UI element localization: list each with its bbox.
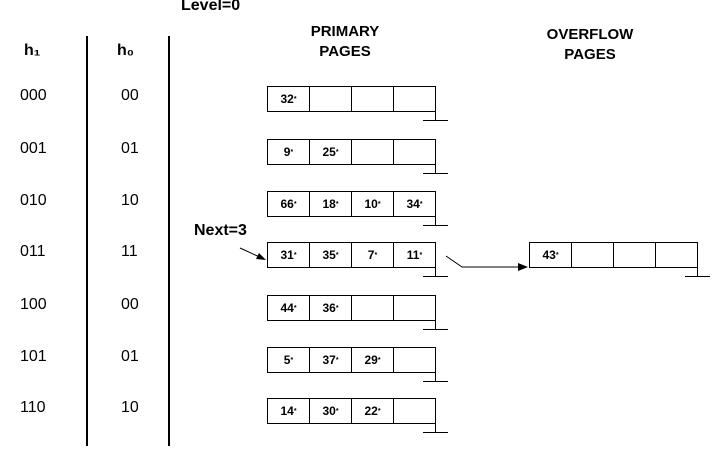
overflow-bucket-slot-1 <box>571 242 614 268</box>
bucket-010-slot-3: 34* <box>393 191 436 217</box>
bucket-010-pointer-ground <box>423 225 448 226</box>
h0-header: h₀ <box>117 42 134 59</box>
overflow-title-line-1: OVERFLOW <box>546 26 634 43</box>
bucket-110-slot-0: 14* <box>267 398 310 424</box>
bucket-110-slot-2: 22* <box>351 398 394 424</box>
bucket-110-pointer-stub <box>435 398 436 432</box>
bucket-101-slot-1: 37* <box>309 347 352 373</box>
bucket-100-slot-0: 44* <box>267 295 310 321</box>
overflow-bucket-page: 43* <box>529 242 698 268</box>
overflow-bucket-slot-2 <box>613 242 656 268</box>
bucket-011-page: 31*35*7*11* <box>267 242 436 268</box>
bucket-001-page: 9*25* <box>267 139 436 165</box>
bucket-101-pointer-ground <box>423 381 448 382</box>
separator-h0-pages <box>168 36 170 446</box>
h0-value-3: 11 <box>121 243 138 260</box>
bucket-010-slot-2: 10* <box>351 191 394 217</box>
bucket-001-pointer-ground <box>423 173 448 174</box>
bucket-000-slot-1 <box>309 86 352 112</box>
bucket-101-slot-2: 29* <box>351 347 394 373</box>
h1-value-1: 001 <box>20 140 47 157</box>
bucket-110-page: 14*30*22* <box>267 398 436 424</box>
separator-h1-h0 <box>86 36 88 446</box>
bucket-001-slot-3 <box>393 139 436 165</box>
h1-value-2: 010 <box>20 192 47 209</box>
bucket-001-slot-0: 9* <box>267 139 310 165</box>
bucket-000-slot-3 <box>393 86 436 112</box>
h0-value-1: 01 <box>121 140 139 157</box>
bucket-010-pointer-stub <box>435 191 436 225</box>
h0-value-2: 10 <box>121 192 139 209</box>
bucket-010-page: 66*18*10*34* <box>267 191 436 217</box>
overflow-bucket-pointer-stub <box>697 242 698 276</box>
h1-value-0: 000 <box>20 87 47 104</box>
bucket-010-slot-0: 66* <box>267 191 310 217</box>
bucket-110-pointer-ground <box>423 432 448 433</box>
bucket-101-slot-3 <box>393 347 436 373</box>
h1-value-4: 100 <box>20 296 47 313</box>
h0-value-5: 01 <box>121 348 139 365</box>
primary-title-line-1: PRIMARY <box>310 23 380 40</box>
overflow-pages-title: OVERFLOW PAGES <box>525 25 655 65</box>
h0-value-6: 10 <box>121 399 139 416</box>
bucket-000-slot-0: 32* <box>267 86 310 112</box>
bucket-011-slot-0: 31* <box>267 242 310 268</box>
h0-value-0: 00 <box>121 87 139 104</box>
bucket-101-slot-0: 5* <box>267 347 310 373</box>
bucket-011-pointer-ground <box>423 276 448 277</box>
bucket-110-slot-3 <box>393 398 436 424</box>
h1-value-5: 101 <box>20 348 47 365</box>
bucket-100-slot-1: 36* <box>309 295 352 321</box>
overflow-bucket-slot-3 <box>655 242 698 268</box>
bucket-100-slot-3 <box>393 295 436 321</box>
bucket-010-slot-1: 18* <box>309 191 352 217</box>
bucket-000-pointer-ground <box>423 120 448 121</box>
h1-value-3: 011 <box>20 243 46 260</box>
bucket-011-slot-1: 35* <box>309 242 352 268</box>
bucket-011-pointer-stub <box>435 242 436 276</box>
primary-title-line-2: PAGES <box>319 43 371 60</box>
bucket-101-page: 5*37*29* <box>267 347 436 373</box>
bucket-001-pointer-stub <box>435 139 436 173</box>
bucket-000-page: 32* <box>267 86 436 112</box>
bucket-001-slot-2 <box>351 139 394 165</box>
overflow-bucket-slot-0: 43* <box>529 242 572 268</box>
h0-value-4: 00 <box>121 296 139 313</box>
bucket-011-slot-2: 7* <box>351 242 394 268</box>
bucket-100-pointer-stub <box>435 295 436 329</box>
bucket-110-slot-1: 30* <box>309 398 352 424</box>
bucket-100-slot-2 <box>351 295 394 321</box>
bucket-100-pointer-ground <box>423 329 448 330</box>
bucket-100-page: 44*36* <box>267 295 436 321</box>
overflow-title-line-2: PAGES <box>564 46 616 63</box>
bucket-000-pointer-stub <box>435 86 436 120</box>
primary-pages-title: PRIMARY PAGES <box>290 22 400 62</box>
h1-header: h₁ <box>24 42 41 59</box>
level-label: Level=0 <box>181 0 241 14</box>
bucket-001-slot-1: 25* <box>309 139 352 165</box>
overflow-bucket-pointer-ground <box>685 276 710 277</box>
bucket-101-pointer-stub <box>435 347 436 381</box>
next-label: Next=3 <box>194 222 247 239</box>
bucket-011-slot-3: 11* <box>393 242 436 268</box>
h1-value-6: 110 <box>20 399 46 416</box>
bucket-000-slot-2 <box>351 86 394 112</box>
